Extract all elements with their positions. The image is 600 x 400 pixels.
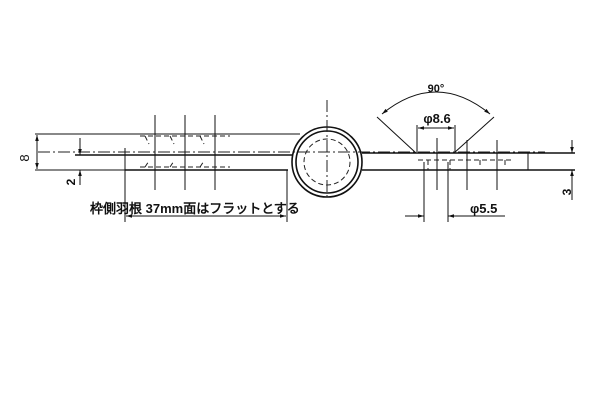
dim-8-label: 8 bbox=[17, 154, 32, 161]
right-leaf bbox=[362, 91, 575, 222]
angle-label: 90° bbox=[428, 83, 445, 95]
hole-diameter-label: φ5.5 bbox=[470, 201, 497, 216]
countersink-diameter-label: φ8.6 bbox=[423, 111, 450, 126]
left-leaf bbox=[35, 115, 300, 222]
dim-2-label: 2 bbox=[64, 178, 78, 185]
note-flat-face: 枠側羽根 37mm面はフラットとする bbox=[90, 201, 300, 216]
knuckle bbox=[291, 100, 363, 200]
dim-3-label: 3 bbox=[560, 188, 574, 195]
